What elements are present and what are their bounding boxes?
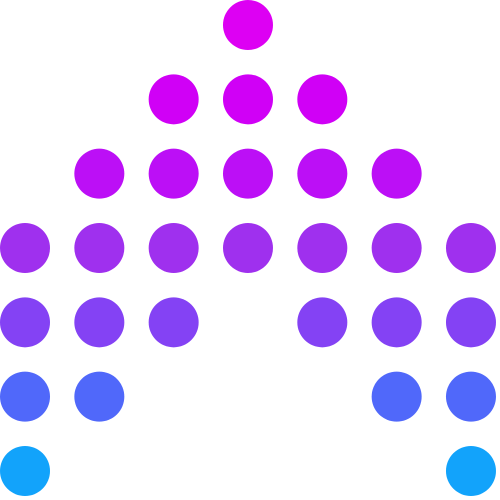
logo-dot-r0-c3 <box>222 0 273 50</box>
logo-dot-r2-c3 <box>222 148 273 199</box>
logo-dot-r3-c1 <box>74 222 125 273</box>
logo-dot-r3-c2 <box>148 222 199 273</box>
logo-dot-r4-c5 <box>371 297 422 348</box>
logo-dot-r5-c1 <box>74 371 125 422</box>
logo-dot-r1-c2 <box>148 74 199 125</box>
logo-dot-r4-c2 <box>148 297 199 348</box>
logo-dot-r4-c1 <box>74 297 125 348</box>
logo-dot-r5-c5 <box>371 371 422 422</box>
logo-dot-r3-c0 <box>0 222 50 273</box>
logo-dot-r6-c6 <box>445 445 496 496</box>
logo-dot-r4-c4 <box>297 297 348 348</box>
logo-dot-r2-c2 <box>148 148 199 199</box>
logo-dot-r5-c6 <box>445 371 496 422</box>
logo-dot-r3-c6 <box>445 222 496 273</box>
logo-dot-r6-c0 <box>0 445 50 496</box>
logo-dot-r2-c5 <box>371 148 422 199</box>
logo-dot-r4-c6 <box>445 297 496 348</box>
logo-dot-r1-c4 <box>297 74 348 125</box>
logo-dot-r3-c5 <box>371 222 422 273</box>
logo-dot-r3-c4 <box>297 222 348 273</box>
logo-dot-r4-c0 <box>0 297 50 348</box>
logo-dot-r3-c3 <box>222 222 273 273</box>
logo-dot-r2-c4 <box>297 148 348 199</box>
logo-dot-r1-c3 <box>222 74 273 125</box>
logo-dot-r2-c1 <box>74 148 125 199</box>
logo-dot-r5-c0 <box>0 371 50 422</box>
